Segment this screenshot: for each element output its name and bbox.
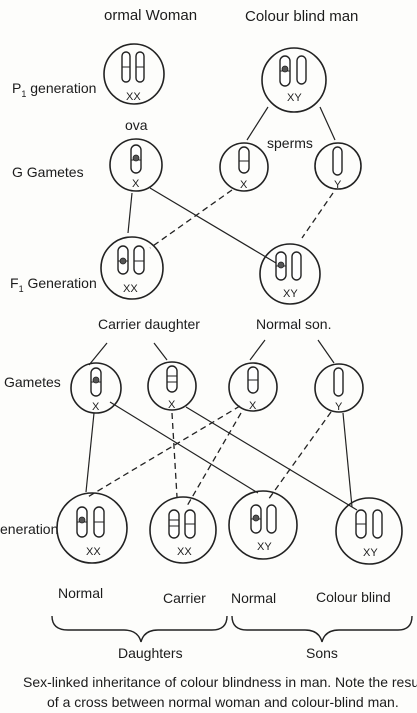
line-ovum-to-son — [149, 187, 277, 264]
cell-gamete-1: X — [70, 362, 122, 414]
caption-line-1: Sex-linked inheritance of colour blindne… — [23, 674, 417, 690]
line-g1-to-f2-3 — [109, 401, 259, 494]
row-label-p1-generation: P1 generation — [12, 80, 96, 99]
row-label-f1-generation: F1 Generation — [10, 275, 97, 294]
label-sperms: sperms — [267, 135, 313, 151]
genotype-g-sperm-x: X — [240, 179, 248, 191]
cell-gamete-3: X — [228, 362, 278, 412]
label-sons: Sons — [306, 645, 338, 661]
line-man-to-sperm-y — [319, 106, 336, 141]
line-g3-to-f2-1 — [85, 405, 241, 499]
line-g2-to-f2-4 — [185, 406, 358, 511]
genotype-f1-daughter: XX — [123, 283, 138, 295]
cell-sperm-x: X — [219, 142, 269, 192]
line-g3-to-f2-2 — [186, 412, 242, 507]
brace-daughters — [51, 615, 228, 643]
line-son-to-gamete-y — [317, 339, 335, 364]
cell-gamete-4: Y — [314, 363, 364, 413]
genotype-p1-man: XY — [287, 92, 302, 104]
line-g2-to-f2-2 — [171, 412, 178, 498]
genotype-f2-4: XY — [363, 547, 378, 559]
line-daughter-to-gamete-1 — [88, 342, 108, 366]
line-man-to-sperm-x — [246, 106, 269, 141]
row-label-gametes: Gametes — [4, 374, 61, 390]
cross-lines — [85, 106, 358, 511]
genotype-f2-3: XY — [257, 541, 272, 553]
line-ovum-to-daughter — [127, 192, 133, 234]
cell-ovum: X — [109, 138, 163, 192]
line-daughter-to-gamete-2 — [153, 342, 168, 361]
line-son-to-gamete-x — [249, 339, 266, 361]
genotype-f2-2: XX — [177, 546, 192, 558]
cell-gamete-2: X — [147, 361, 197, 411]
genotype-p1-woman: XX — [126, 91, 141, 103]
genotype-f2-1: XX — [86, 546, 101, 558]
cell-p1-woman: XX — [103, 43, 165, 105]
label-normal-daughter: Normal — [58, 585, 103, 601]
label-colour-blind: Colour blind — [316, 589, 391, 605]
cell-sperm-y: Y — [314, 142, 362, 191]
row-label-g-gametes: G Gametes — [12, 164, 84, 180]
cell-p1-man: XY — [261, 47, 327, 113]
genotype-f1-son: XY — [283, 288, 298, 300]
line-g1-to-f2-1 — [85, 412, 95, 493]
brace-sons — [231, 615, 413, 643]
genotype-g2-x2: X — [168, 399, 176, 411]
genotype-g2-x1: X — [92, 401, 100, 413]
header-colour-blind-man: Colour blind man — [245, 8, 358, 25]
label-carrier: Carrier — [163, 590, 206, 606]
cell-f1-daughter: XX — [100, 236, 164, 300]
caption-line-2: of a cross between normal woman and colo… — [47, 694, 399, 710]
label-normal-son: Normal son. — [256, 316, 331, 332]
label-daughters: Daughters — [118, 645, 183, 661]
genotype-g2-y: Y — [335, 401, 343, 413]
cell-f2-normal-son: XY — [228, 490, 298, 560]
line-g4-to-f2-4 — [342, 412, 353, 508]
cell-f1-son: XY — [259, 243, 321, 305]
row-label-f2-generation: eneration — [0, 521, 58, 537]
label-ova: ova — [125, 117, 148, 133]
line-g4-to-f2-3 — [267, 411, 332, 501]
line-sperm-x-to-daughter — [149, 189, 233, 249]
label-carrier-daughter: Carrier daughter — [98, 316, 200, 332]
genotype-g-sperm-y: Y — [334, 179, 342, 191]
genotype-g-ova: X — [132, 178, 140, 190]
cell-f2-colour-blind-son: XY — [335, 497, 403, 565]
header-normal-woman: ormal Woman — [104, 7, 197, 24]
label-normal-son-f2: Normal — [231, 590, 276, 606]
line-sperm-y-to-son — [301, 192, 334, 239]
cell-f2-carrier-daughter: XX — [149, 496, 217, 564]
cell-f2-normal-daughter: XX — [56, 492, 128, 564]
genotype-g2-x3: X — [249, 400, 257, 412]
